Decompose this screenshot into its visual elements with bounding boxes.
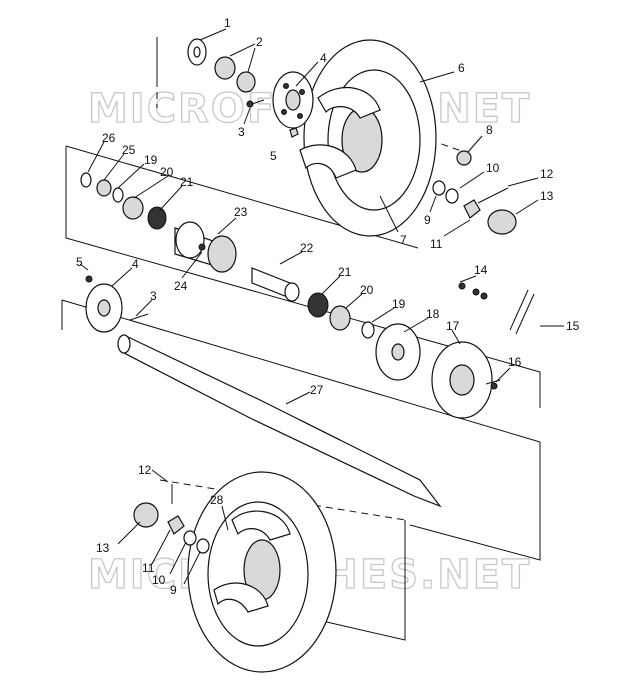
callout-4-left: 4 — [132, 257, 139, 271]
axle-27 — [117, 334, 442, 508]
callout-21-upper: 21 — [180, 175, 194, 189]
callout-25: 25 — [122, 143, 136, 157]
left-hub — [85, 275, 149, 333]
callout-12-lower: 12 — [138, 463, 152, 477]
top-small-parts — [187, 38, 299, 138]
callout-9: 9 — [424, 213, 431, 227]
callout-22: 22 — [300, 241, 314, 255]
chain-and-bolts — [458, 282, 535, 335]
upper-tire — [299, 39, 437, 237]
callout-5: 5 — [270, 149, 277, 163]
right-bearing-parts — [307, 292, 375, 339]
callout-19-upper: 19 — [144, 153, 158, 167]
callout-11: 11 — [430, 237, 443, 251]
upper-hub — [272, 71, 314, 129]
callout-4: 4 — [320, 51, 327, 65]
callout-8: 8 — [486, 123, 493, 137]
callout-7: 7 — [400, 233, 407, 247]
callout-27: 27 — [310, 383, 324, 397]
callout-26: 26 — [102, 131, 116, 145]
upper-right-small-parts — [432, 150, 517, 235]
callout-13: 13 — [540, 189, 554, 203]
sprocket-assembly — [375, 323, 501, 419]
callout-14: 14 — [474, 263, 488, 277]
callout-10: 10 — [486, 161, 500, 175]
callout-13-lower: 13 — [96, 541, 110, 555]
callout-2: 2 — [256, 35, 263, 49]
callout-numbers: 1 2 3 4 5 6 7 8 9 10 11 12 13 14 15 16 1… — [76, 16, 580, 597]
callout-5-left: 5 — [76, 255, 83, 269]
leader-lines — [79, 28, 564, 585]
callout-9-lower: 9 — [170, 583, 177, 597]
callout-3: 3 — [238, 125, 245, 139]
lower-small-parts — [133, 484, 210, 554]
callout-15: 15 — [566, 319, 580, 333]
callout-17: 17 — [446, 319, 460, 333]
callout-23: 23 — [234, 205, 248, 219]
callout-6: 6 — [458, 61, 465, 75]
callout-12: 12 — [540, 167, 554, 181]
spacer-22 — [251, 267, 300, 302]
callout-18: 18 — [426, 307, 440, 321]
callout-10-lower: 10 — [152, 573, 166, 587]
callout-3-left: 3 — [150, 289, 157, 303]
callout-20-lower: 20 — [360, 283, 374, 297]
callout-21-lower: 21 — [338, 265, 352, 279]
carrier-parts — [80, 172, 237, 273]
callout-24: 24 — [174, 279, 188, 293]
callout-16: 16 — [508, 355, 522, 369]
callout-20-upper: 20 — [160, 165, 174, 179]
callout-11-lower: 11 — [142, 561, 155, 575]
callout-28: 28 — [210, 493, 224, 507]
lower-tire — [187, 471, 337, 673]
callout-1: 1 — [224, 16, 231, 30]
callout-19-lower: 19 — [392, 297, 406, 311]
